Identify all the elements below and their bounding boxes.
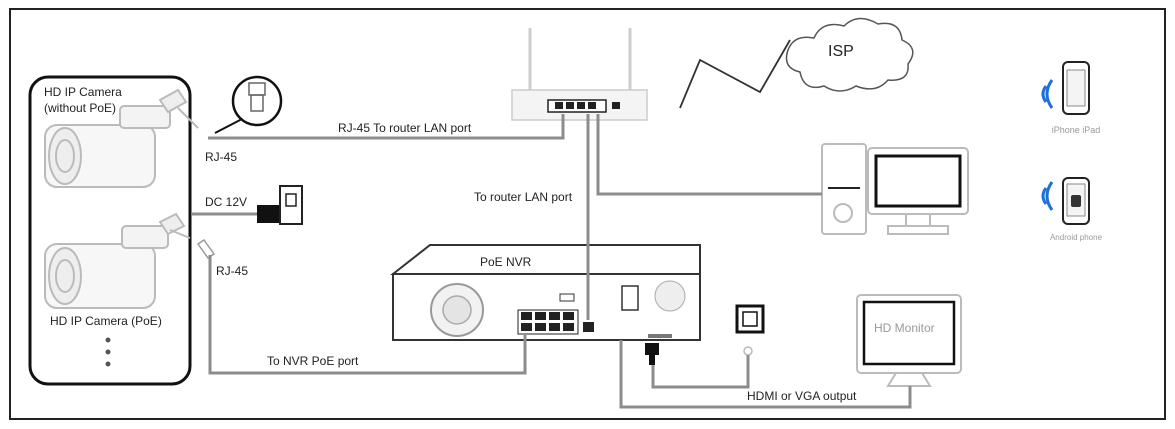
rj45-router-label: RJ-45 To router LAN port bbox=[338, 121, 472, 135]
poe-nvr-label: PoE NVR bbox=[480, 255, 532, 269]
camera-poe-label: HD IP Camera (PoE) bbox=[50, 314, 162, 328]
hdmi-plug-icon bbox=[645, 343, 659, 365]
power-outlet-icon bbox=[735, 304, 765, 356]
phone-icon bbox=[1041, 177, 1090, 225]
more-cameras-dots bbox=[105, 337, 111, 367]
phone-icon bbox=[1041, 61, 1090, 115]
link-power bbox=[651, 355, 750, 389]
link-router-pc bbox=[596, 114, 822, 196]
camera-icon bbox=[44, 88, 199, 188]
camera-no-poe-label: HD IP Camera bbox=[44, 85, 122, 99]
hdmi-vga-label: HDMI or VGA output bbox=[747, 389, 857, 403]
link-camera-router bbox=[208, 114, 565, 140]
hd-monitor-label: HD Monitor bbox=[874, 321, 935, 335]
internet-link bbox=[679, 39, 791, 109]
rj45-bottom-label: RJ-45 bbox=[216, 264, 248, 278]
android-label: Android phone bbox=[1050, 233, 1103, 242]
isp-label: ISP bbox=[828, 43, 854, 60]
camera-group-box bbox=[28, 75, 192, 386]
to-router-lan-label: To router LAN port bbox=[474, 190, 573, 204]
router-icon bbox=[511, 28, 648, 121]
rj45-plug-icon bbox=[196, 238, 216, 260]
cloud-icon bbox=[785, 17, 914, 92]
pc-icon bbox=[821, 143, 969, 235]
camera-icon bbox=[44, 212, 191, 309]
camera-no-poe-sub-label: (without PoE) bbox=[44, 101, 116, 115]
connection-lines bbox=[192, 114, 912, 409]
monitor-icon bbox=[856, 294, 962, 387]
rj45-top-label: RJ-45 bbox=[205, 150, 237, 164]
to-nvr-poe-label: To NVR PoE port bbox=[267, 354, 359, 368]
link-nvr-monitor bbox=[619, 340, 912, 409]
rj45-connector-icon bbox=[214, 75, 283, 134]
nvr-icon bbox=[390, 244, 701, 341]
iphone-ipad-label: iPhone iPad bbox=[1052, 125, 1101, 135]
dc12v-label: DC 12V bbox=[205, 195, 247, 209]
link-camera-nvr bbox=[208, 255, 527, 375]
power-adapter-icon bbox=[257, 185, 303, 225]
